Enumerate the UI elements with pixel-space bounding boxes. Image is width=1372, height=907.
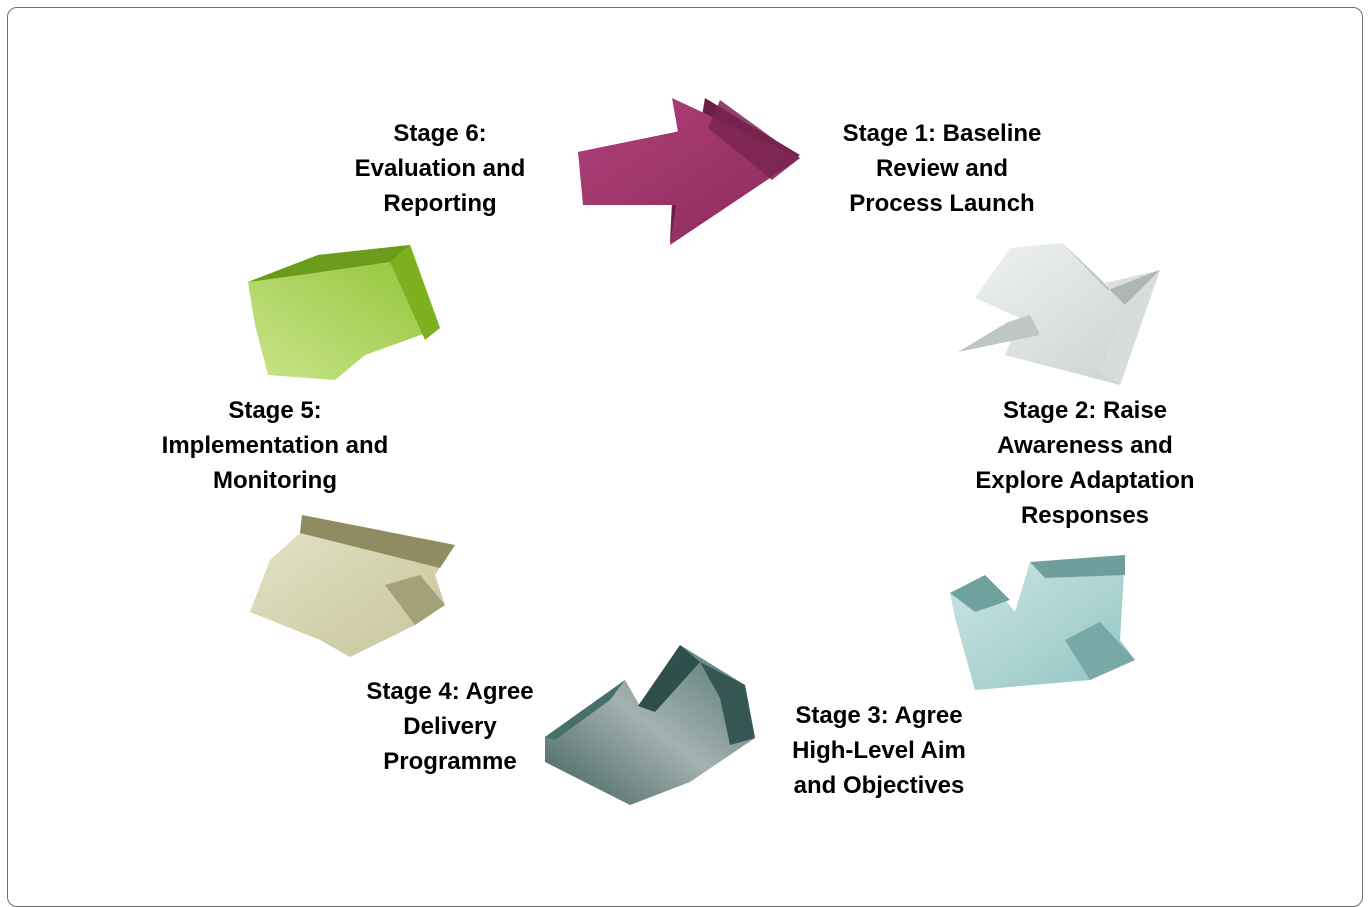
stage-1-arrow bbox=[578, 98, 800, 245]
stage-3-label: Stage 3: Agree High-Level Aim and Object… bbox=[768, 698, 990, 803]
stage-3-line-3: and Objectives bbox=[793, 772, 965, 799]
stage-5-line-1: Stage 5: bbox=[228, 397, 322, 424]
stage-5-label: Stage 5: Implementation and Monitoring bbox=[135, 393, 415, 498]
stage-6-label: Stage 6: Evaluation and Reporting bbox=[335, 116, 545, 221]
stage-1-line-1: Stage 1: Baseline bbox=[842, 120, 1042, 147]
stage-3-arrow bbox=[950, 555, 1135, 690]
stage-4-line-2: Delivery bbox=[403, 713, 497, 740]
stage-1-line-2: Review and bbox=[875, 155, 1009, 182]
stage-4-line-3: Programme bbox=[383, 748, 517, 775]
stage-6-line-1: Stage 6: bbox=[393, 120, 487, 147]
stage-4-label: Stage 4: Agree Delivery Programme bbox=[345, 674, 555, 779]
stage-2-line-1: Stage 2: Raise bbox=[1002, 397, 1168, 424]
stage-4-arrow bbox=[545, 645, 755, 805]
stage-4-line-1: Stage 4: Agree bbox=[366, 678, 534, 705]
stage-5-line-2: Implementation and bbox=[161, 432, 389, 459]
stage-3-line-2: High-Level Aim bbox=[792, 737, 966, 764]
stage-1-line-3: Process Launch bbox=[849, 190, 1035, 217]
stage-2-label: Stage 2: Raise Awareness and Explore Ada… bbox=[955, 393, 1215, 533]
stage-2-arrow bbox=[958, 243, 1160, 385]
stage-3-line-1: Stage 3: Agree bbox=[795, 702, 963, 729]
stage-1-label: Stage 1: Baseline Review and Process Lau… bbox=[826, 116, 1058, 221]
stage-2-line-2: Awareness and bbox=[997, 432, 1173, 459]
stage-6-arrow bbox=[248, 245, 440, 380]
stage-5-line-3: Monitoring bbox=[213, 467, 337, 494]
stage-6-line-2: Evaluation and bbox=[354, 155, 526, 182]
stage-2-line-3: Explore Adaptation bbox=[975, 467, 1195, 494]
stage-5-arrow bbox=[250, 515, 455, 657]
stage-6-line-3: Reporting bbox=[383, 190, 497, 217]
stage-2-line-4: Responses bbox=[1020, 502, 1150, 529]
